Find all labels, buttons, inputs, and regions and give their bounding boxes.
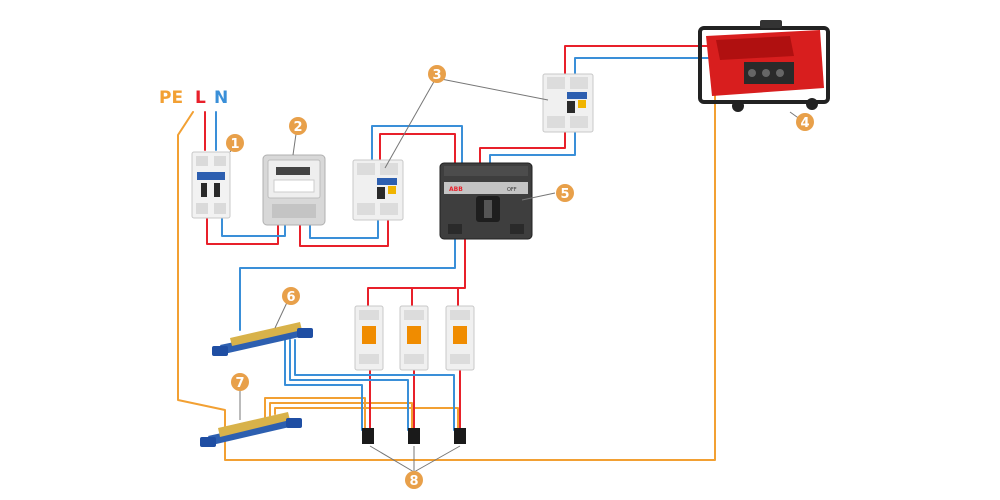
callout-1: 1 xyxy=(226,134,244,152)
rcd-breaker-generator xyxy=(542,73,594,133)
neutral-wire-meter-to-rcd xyxy=(309,217,379,239)
l-label: L xyxy=(195,88,206,108)
phase-wire-meter-to-rcd xyxy=(299,217,389,247)
callout-2: 2 xyxy=(289,117,307,135)
callout-4: 4 xyxy=(796,113,814,131)
wires xyxy=(177,45,729,461)
callout-8-label: 8 xyxy=(409,474,418,489)
neutral-wire-bus-6-to-loads xyxy=(284,339,455,431)
callout-3-label: 3 xyxy=(432,68,441,83)
neutral-wire-switch-to-bus-6 xyxy=(239,237,456,331)
load-terminal-3 xyxy=(454,428,466,444)
generator xyxy=(698,20,830,112)
callout-1-label: 1 xyxy=(230,137,239,152)
branch-breaker-2 xyxy=(399,305,429,371)
callout-7: 7 xyxy=(231,373,249,391)
phase-wire-breaker-outputs xyxy=(369,367,461,431)
switch-brand-label: ABB xyxy=(449,186,463,193)
phase-wire-switch-to-breakers xyxy=(367,237,466,309)
switch-off-label: OFF xyxy=(507,187,517,193)
phase-wire-incoming xyxy=(204,111,279,245)
branch-breaker-3 xyxy=(445,305,475,371)
callout-8: 8 xyxy=(405,471,423,489)
callout-4-label: 4 xyxy=(800,116,809,131)
callout-5: 5 xyxy=(556,184,574,202)
load-terminals xyxy=(362,428,466,444)
phase-wire-rcd-to-switch xyxy=(379,133,456,166)
load-terminal-2 xyxy=(408,428,420,444)
changeover-switch: ABB OFF xyxy=(439,162,533,240)
callout-6-label: 6 xyxy=(286,290,295,305)
earth-wire-bus-7 xyxy=(264,397,459,431)
callout-6: 6 xyxy=(282,287,300,305)
branch-breaker-1 xyxy=(354,305,384,371)
neutral-wire-incoming xyxy=(215,111,286,237)
callout-5-label: 5 xyxy=(560,187,569,202)
leader-lines xyxy=(229,77,805,473)
callout-7-label: 7 xyxy=(235,376,244,391)
rcd-breaker-mains xyxy=(352,159,404,221)
load-terminal-1 xyxy=(362,428,374,444)
neutral-wire-rcd-to-switch xyxy=(371,125,463,166)
neutral-bus-bar xyxy=(212,322,313,356)
pe-label: PE xyxy=(159,88,183,108)
neutral-wire-generator xyxy=(489,57,721,166)
earth-bus-bar xyxy=(200,412,302,447)
phase-wire-generator xyxy=(479,45,719,166)
n-label: N xyxy=(214,88,228,108)
callout-2-label: 2 xyxy=(293,120,302,135)
callout-3: 3 xyxy=(428,65,446,83)
main-input-breaker xyxy=(191,151,231,219)
electricity-meter xyxy=(262,154,326,226)
